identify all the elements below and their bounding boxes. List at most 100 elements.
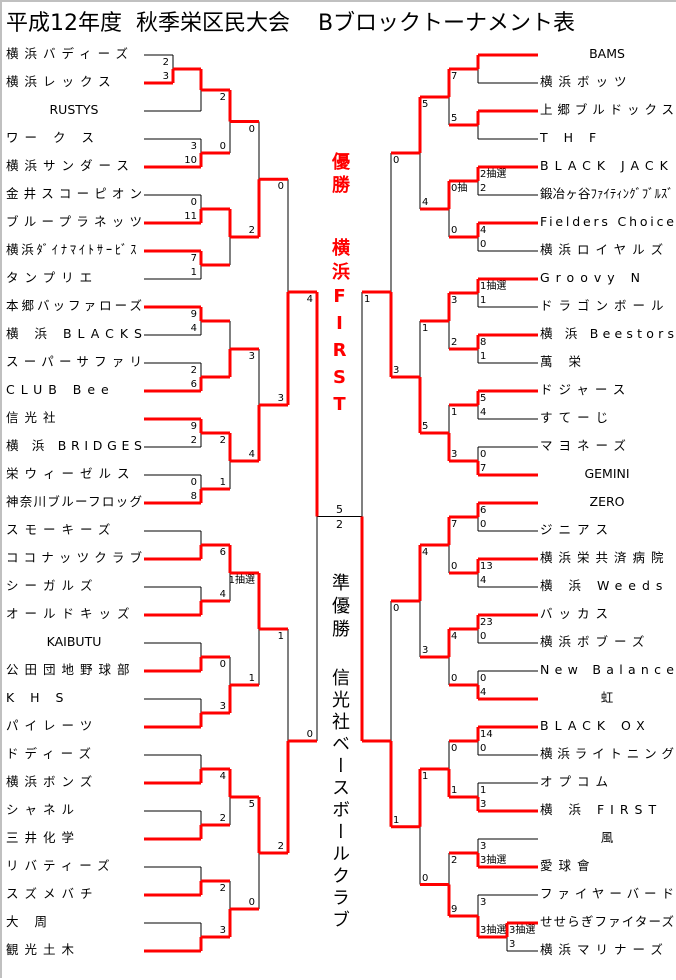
team-name: せせらぎファイターズ — [540, 914, 676, 929]
team-name: 横 浜 FIRST — [540, 802, 663, 817]
score-label: 8 — [480, 337, 487, 348]
score-label: 7 — [190, 253, 197, 264]
score-label: 2 — [451, 337, 458, 348]
score-label: 6 — [480, 505, 487, 516]
score-label: 3 — [190, 141, 197, 152]
team-name: 横浜ボンズ — [6, 774, 99, 789]
score-label: 6 — [190, 379, 197, 390]
score-label: 2 — [190, 365, 197, 376]
team-name: マヨネーズ — [540, 438, 632, 453]
score-label: 3 — [480, 799, 487, 810]
team-name: KAIBUTU — [46, 634, 102, 649]
team-name: 横浜ﾀﾞｲﾅﾏｲﾄｻｰﾋﾞｽ — [6, 242, 140, 257]
score-label: 1抽選 — [480, 281, 507, 292]
team-name: 観光土木 — [6, 942, 81, 957]
score-label: 1 — [451, 785, 458, 796]
team-name: New Balance — [540, 662, 676, 677]
team-name: 横浜レックス — [6, 74, 117, 89]
score-label: 1 — [277, 631, 284, 642]
score-label: 6 — [219, 547, 226, 558]
score-label: 4 — [480, 575, 487, 586]
score-label: 3 — [248, 351, 255, 362]
score-label: 1 — [219, 477, 226, 488]
team-name: 大 周 — [6, 914, 53, 929]
score-label: 5 — [248, 799, 255, 810]
team-name: すてーじ — [540, 410, 615, 425]
score-label: 10 — [184, 155, 197, 166]
score-label: 1 — [248, 673, 255, 684]
score-label: 0 — [190, 197, 197, 208]
team-name: 横 浜 BLACKS — [6, 326, 148, 341]
score-label: 5 — [422, 99, 429, 110]
team-name: BAMS — [589, 46, 625, 61]
score-label: 2 — [451, 855, 458, 866]
score-label: 7 — [451, 71, 458, 82]
score-label: 2抽選 — [480, 169, 507, 180]
team-name: 虹 — [600, 690, 614, 705]
team-name: ファイヤーバード — [540, 886, 676, 901]
score-label: 0 — [451, 743, 458, 754]
team-name: リバティーズ — [6, 858, 116, 873]
score-label: 0 — [190, 477, 197, 488]
score-label: 1 — [190, 267, 197, 278]
team-name: 栄ウィーゼルス — [6, 466, 136, 481]
score-label: 0 — [248, 123, 255, 135]
score-label: 0 — [219, 659, 226, 670]
team-name: スーパーサファリ — [6, 354, 148, 369]
score-label: 0 — [451, 673, 458, 684]
team-name: BLACK OX — [540, 718, 651, 733]
score-label: 0 — [451, 561, 458, 572]
score-label: 2 — [219, 92, 226, 103]
team-name: ココナッツクラブ — [6, 550, 148, 565]
score-label: 13 — [480, 561, 493, 572]
score-label: 3 — [219, 925, 226, 936]
score-label: 9 — [190, 309, 197, 320]
team-name: ブループラネッツ — [6, 214, 148, 229]
score-label: 5 — [480, 393, 487, 404]
team-name: 神奈川ブルーフロッグ — [6, 494, 144, 509]
score-label: 2 — [248, 225, 255, 236]
score-label: 0 — [248, 897, 255, 908]
team-name: 横浜栄共済病院 — [540, 550, 670, 565]
score-label: 3 — [480, 841, 487, 852]
team-name: 信光社 — [6, 410, 62, 425]
team-name: 横浜サンダース — [6, 158, 135, 173]
score-label: 2 — [190, 435, 197, 446]
score-label: 5 — [451, 113, 458, 124]
team-name: CLUB Bee — [6, 382, 115, 397]
team-name: BLACK JACK — [540, 158, 674, 173]
team-name: ドジャース — [540, 382, 632, 397]
runner-up-team: 信光社ベースボールクラブ — [329, 668, 350, 932]
team-name: スモーキーズ — [6, 522, 117, 537]
score-label: 9 — [451, 904, 458, 915]
score-label: 0 — [393, 603, 400, 614]
runner-up-label: 準優勝 — [329, 573, 350, 642]
score-label: 14 — [480, 729, 493, 740]
score-label: 4 — [219, 589, 226, 600]
champion-label: 優勝 — [329, 152, 350, 198]
score-label: 0 — [480, 673, 487, 684]
score-label: 1 — [364, 294, 371, 305]
score-label: 2 — [480, 183, 487, 194]
team-name: 横 浜 Weeds — [540, 578, 669, 593]
team-name: 横浜ボブーズ — [540, 634, 651, 649]
score-label: 4 — [422, 197, 429, 208]
score-label: 4 — [422, 547, 429, 558]
score-label: 1抽選 — [228, 575, 255, 586]
team-name: 愛球會 — [540, 858, 596, 873]
score-label: 0 — [451, 225, 458, 236]
score-label: 2 — [219, 883, 226, 894]
score-label: 0 — [306, 729, 313, 740]
score-label: 0 — [422, 872, 429, 884]
score-label: 0 — [277, 181, 284, 193]
team-name: 横浜ボッツ — [540, 74, 633, 89]
score-label: 5 — [422, 421, 429, 432]
score-label: 3 — [480, 897, 487, 908]
score-label: 3 — [509, 939, 516, 950]
score-label: 9 — [190, 421, 197, 432]
team-name: 横浜ロイヤルズ — [540, 242, 670, 257]
team-name: 横浜ライトニング — [540, 746, 676, 761]
score-label: 2 — [277, 841, 284, 852]
score-label: 4 — [480, 407, 487, 418]
